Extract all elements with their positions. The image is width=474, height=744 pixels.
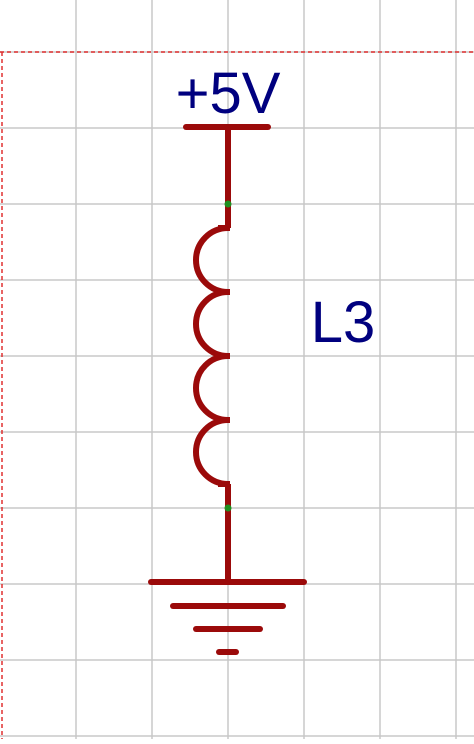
ground-symbol-icon[interactable] xyxy=(148,579,307,655)
inductor-l3-icon[interactable]: L3 xyxy=(193,225,376,487)
component-label: L3 xyxy=(311,290,376,355)
junction-dot-bottom xyxy=(224,504,232,512)
junction-dot-top xyxy=(224,200,232,208)
sheet-border xyxy=(0,51,474,739)
power-symbol-icon[interactable]: +5V xyxy=(176,61,281,130)
power-label: +5V xyxy=(176,61,281,126)
